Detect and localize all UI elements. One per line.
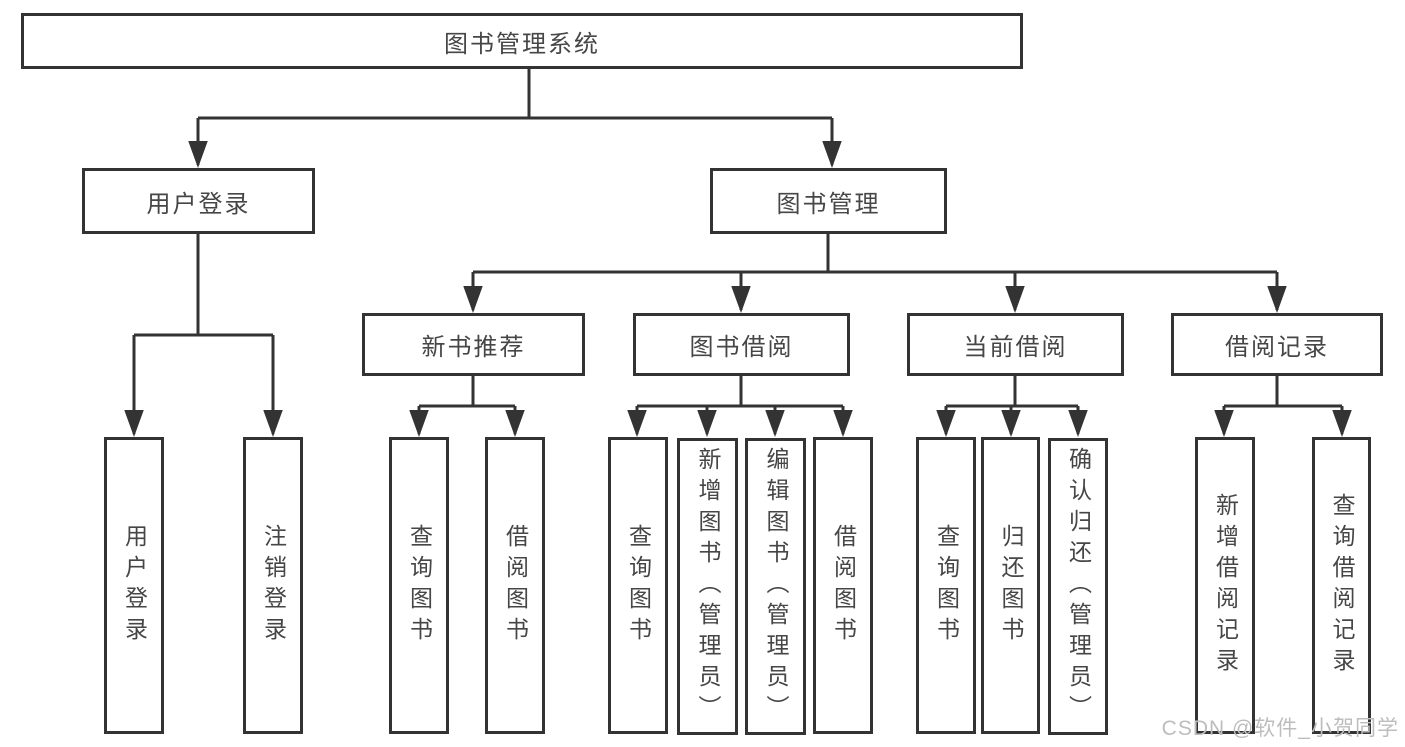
connector-book-management-children: [463, 233, 1287, 313]
leaf-user-login: 用户登录: [104, 437, 164, 734]
connector-book-borrow-children: [627, 376, 853, 437]
leaf-add-borrow-record: 新增借阅记录: [1195, 437, 1255, 734]
node-library-system: 图书管理系统: [21, 13, 1023, 69]
leaf-query-borrow-record: 查询借阅记录: [1312, 437, 1371, 734]
node-user-login: 用户登录: [82, 168, 315, 234]
leaf-add-book-admin: 新增图书（管理员）: [677, 438, 738, 735]
leaf-return-book: 归还图书: [981, 437, 1040, 734]
leaf-edit-book-admin: 编辑图书（管理员）: [745, 438, 806, 735]
leaf-query-books-recommend: 查询图书: [389, 437, 449, 734]
watermark: CSDN @软件_小贺同学: [1161, 717, 1399, 740]
leaf-query-books-current: 查询图书: [916, 437, 976, 734]
node-book-management: 图书管理: [710, 168, 947, 234]
node-new-book-recommend: 新书推荐: [362, 313, 585, 376]
node-book-borrow: 图书借阅: [633, 313, 850, 376]
leaf-query-books-borrow: 查询图书: [608, 437, 668, 734]
connector-root-to-level2: [188, 68, 842, 168]
leaf-borrow-books-recommend: 借阅图书: [485, 437, 545, 734]
node-borrow-records: 借阅记录: [1171, 313, 1383, 376]
connector-current-borrow-children: [936, 376, 1088, 437]
leaf-confirm-return-admin: 确认归还（管理员）: [1048, 438, 1108, 735]
connector-borrow-records-children: [1214, 376, 1352, 437]
connector-new-book-recommend-children: [409, 376, 525, 437]
connector-user-login-children: [124, 233, 283, 437]
leaf-logout: 注销登录: [243, 437, 303, 734]
node-current-borrow: 当前借阅: [907, 313, 1124, 376]
leaf-borrow-books-borrow: 借阅图书: [813, 437, 873, 734]
